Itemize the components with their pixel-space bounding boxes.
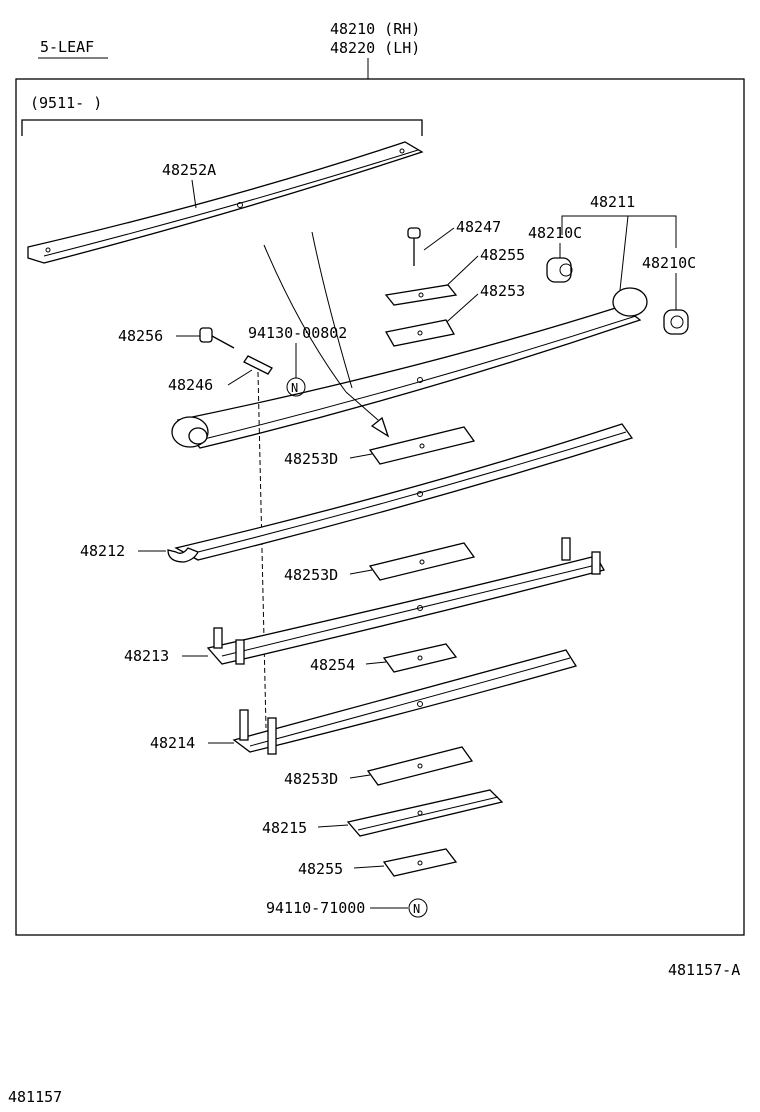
pad-48253D-3-hole: [417, 763, 423, 769]
bushing-48210C-right: [663, 309, 689, 335]
assembly-rh-label: 48210 (RH): [330, 20, 420, 38]
diagram-frame: [15, 78, 745, 936]
pad-48255-top: [384, 284, 458, 306]
label-48213: 48213: [124, 647, 169, 665]
bolt-48256-head: [199, 327, 213, 343]
label-48210C-left: 48210C: [528, 224, 582, 242]
pad-48255-top-hole: [418, 292, 424, 298]
label-48212: 48212: [80, 542, 125, 560]
label-48254: 48254: [310, 656, 355, 674]
leader-48211: [619, 215, 629, 291]
label-48214: 48214: [150, 734, 195, 752]
leaf-48213-hole: [417, 605, 423, 611]
assembly-dashed-line: [257, 371, 267, 729]
leaf-48213-clip-left-2: [235, 639, 245, 665]
leaf-48252A-hole: [237, 202, 243, 208]
label-48253D-1: 48253D: [284, 450, 338, 468]
label-48253D-2: 48253D: [284, 566, 338, 584]
page-code: 481157: [8, 1088, 62, 1106]
label-94130-00802: 94130-00802: [248, 324, 347, 342]
label-48253D-3: 48253D: [284, 770, 338, 788]
label-48210C-right: 48210C: [642, 254, 696, 272]
bolt-48256-shank: [211, 335, 235, 349]
center-bolt-guide: [263, 244, 347, 393]
label-48211: 48211: [590, 193, 635, 211]
leader-48252A: [191, 179, 197, 209]
center-bolt-guide-2: [311, 231, 353, 389]
leaf-48214: [232, 649, 578, 753]
leaf-48252A-edge: [43, 149, 419, 257]
leaf-48212: [174, 423, 634, 561]
leaf-48211: [176, 305, 642, 449]
bushing-48210C-right-bore: [670, 315, 684, 329]
leaf-48214-clip-left-2: [267, 717, 277, 755]
leaf-48213-clip-right: [561, 537, 571, 561]
pad-48255-bottom: [382, 848, 458, 877]
pad-48255-bottom-hole: [417, 860, 423, 866]
leaf-48211-eye-right: [612, 287, 648, 317]
pad-48253D-2: [368, 542, 476, 581]
leaf-48212-hole: [417, 491, 423, 497]
leaf-48212-edge: [197, 431, 627, 553]
label-48255-bottom: 48255: [298, 860, 343, 878]
pad-48253: [384, 319, 456, 347]
bolt-48247-head: [407, 227, 421, 239]
leaf-48214-hole: [417, 701, 423, 707]
assembly-lh-label: 48220 (LH): [330, 39, 420, 57]
leaf-48215-hole: [417, 810, 423, 816]
leader-48246: [227, 369, 253, 386]
pad-48253D-1-hole: [419, 443, 425, 449]
leader-48254: [365, 661, 387, 665]
leaf-48213-edge: [221, 563, 601, 657]
bushing-48210C-left: [546, 257, 572, 283]
leaf-count-label: 5-LEAF: [40, 38, 94, 56]
bushing-48210C-left-bore: [559, 263, 573, 277]
label-94110-71000: 94110-71000: [266, 899, 365, 917]
leader-48247: [423, 227, 455, 251]
pad-48254-hole: [417, 655, 423, 661]
date-range-label: (9511- ): [30, 94, 102, 112]
label-48255-top: 48255: [480, 246, 525, 264]
label-48253: 48253: [480, 282, 525, 300]
pad-48253D-2-hole: [419, 559, 425, 565]
bracket-48211: [561, 215, 677, 248]
label-48215: 48215: [262, 819, 307, 837]
leaf-48252A-hole-left: [45, 247, 51, 253]
pad-48253-hole: [417, 330, 423, 336]
label-48246: 48246: [168, 376, 213, 394]
leaf-48211-hole: [417, 377, 423, 383]
new-part-symbol-1: [286, 377, 306, 397]
leaf-48214-edge: [249, 657, 571, 747]
assembly-arrow-head: [370, 416, 390, 438]
leaf-48215: [346, 789, 504, 837]
leader-48253D-3: [349, 774, 371, 779]
leader-48253D-1: [349, 453, 373, 459]
leaf-48213-clip-right-2: [591, 551, 601, 575]
leader-48255-bottom: [353, 865, 385, 869]
new-part-symbol-1-text: N: [291, 381, 298, 395]
leaf-48252A-hole-end: [399, 148, 405, 154]
leaf-48212-hook: [167, 547, 199, 563]
label-48256: 48256: [118, 327, 163, 345]
leaf-48214-clip-left: [239, 709, 249, 741]
label-48247: 48247: [456, 218, 501, 236]
leaf-48215-edge: [357, 796, 499, 831]
assembly-arrow: [345, 391, 379, 421]
pin-48246: [243, 355, 273, 375]
leaf-48252A: [27, 141, 424, 264]
illustration-code: 481157-A: [668, 961, 740, 979]
new-part-symbol-2: [408, 898, 428, 918]
leaf-48213-clip-left: [213, 627, 223, 649]
leader-48215: [317, 824, 349, 828]
pad-48254: [382, 643, 458, 673]
date-range-bracket: [21, 119, 423, 136]
leaf-48211-eye-left-bore: [188, 427, 208, 445]
leaf-48213: [206, 555, 605, 665]
leader-48253D-2: [349, 569, 373, 575]
new-part-symbol-2-text: N: [413, 902, 420, 916]
pad-48253D-3: [366, 746, 474, 786]
pad-48253D-1: [368, 426, 476, 465]
label-48252A: 48252A: [162, 161, 216, 179]
